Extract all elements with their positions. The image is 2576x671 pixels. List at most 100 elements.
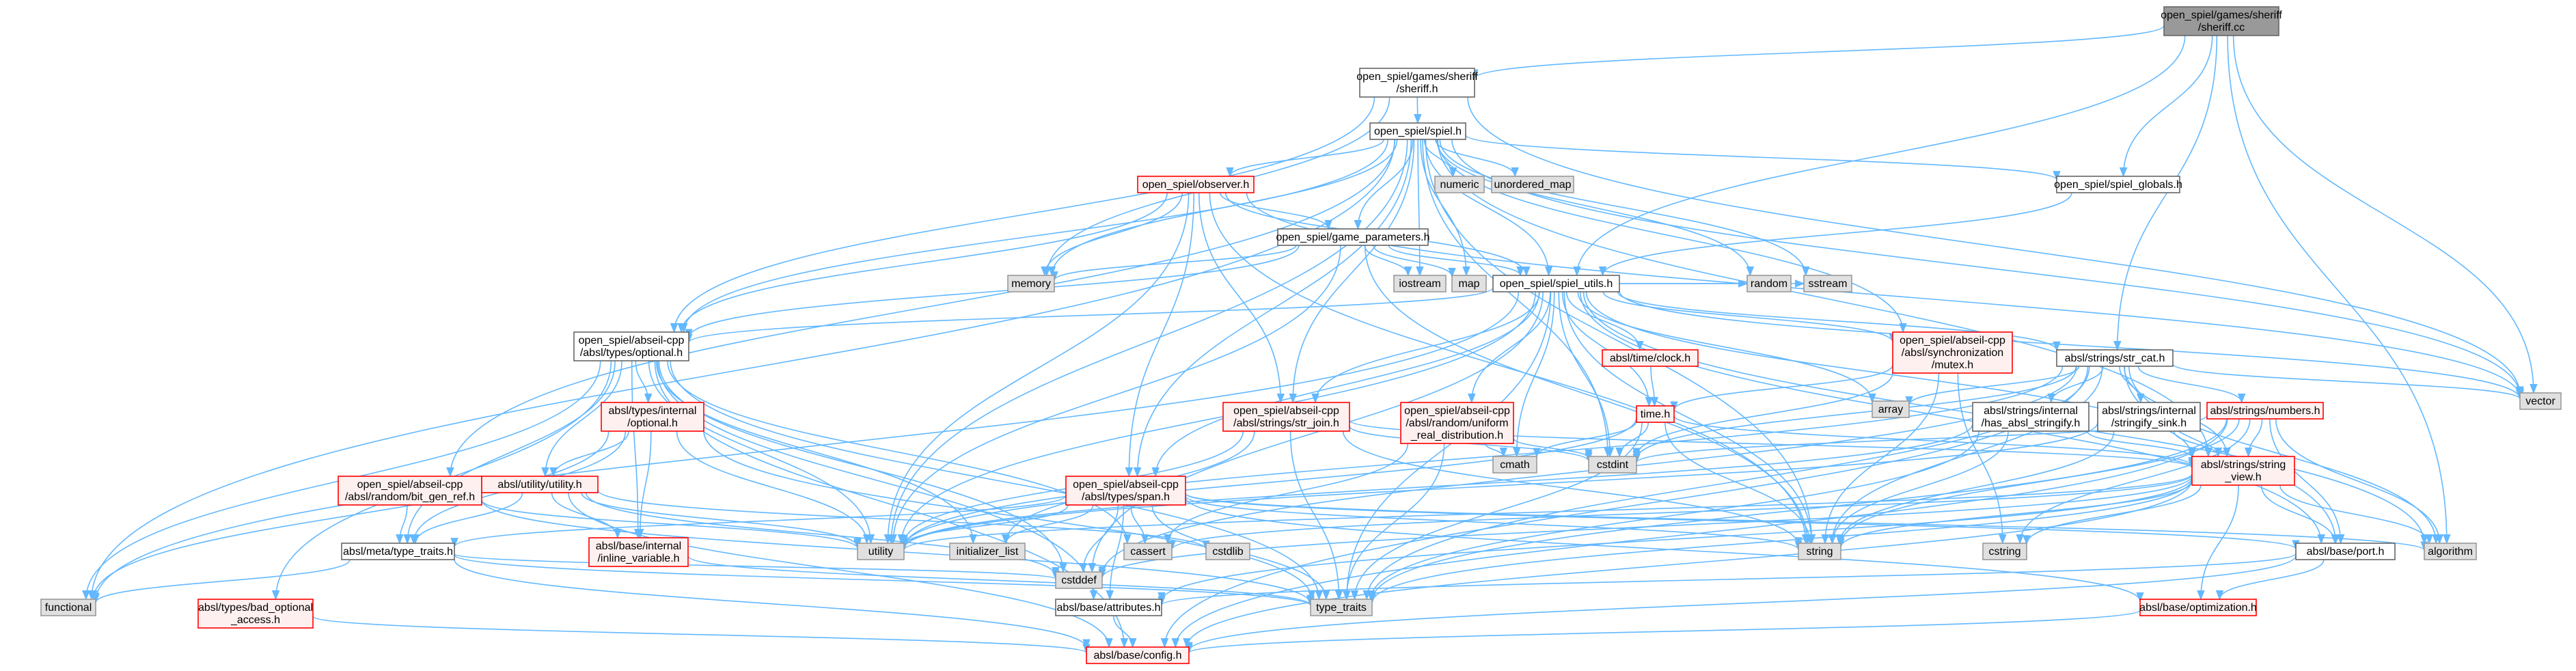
node-box — [1277, 228, 1429, 246]
node-sheriff_h[interactable]: open_spiel/games/sheriff/sheriff.h — [1356, 68, 1478, 98]
node-label: time.h — [1641, 409, 1671, 420]
node-internal_optional_h[interactable]: absl/types/internal/optional.h — [601, 402, 704, 432]
node-numeric[interactable]: numeric — [1434, 176, 1485, 193]
node-port_h[interactable]: absl/base/port.h — [2295, 543, 2396, 560]
node-time_h[interactable]: time.h — [1636, 405, 1675, 423]
node-span_h[interactable]: open_spiel/abseil-cpp/absl/types/span.h — [1065, 476, 1186, 506]
node-box — [1007, 275, 1055, 292]
node-label: array — [1878, 404, 1903, 415]
edge-sheriff_cc-to-algorithm — [2227, 35, 2451, 545]
node-type_traits[interactable]: type_traits — [1310, 599, 1373, 616]
edge-str_join_h-to-string_view_h — [1349, 420, 2196, 469]
node-label: cstring — [1988, 546, 2020, 558]
edge-observer_h-to-memory — [1041, 192, 1183, 277]
edge-optimization_h-to-config_h — [1185, 610, 2141, 655]
edge-span_h-to-string — [1185, 495, 1803, 551]
edge-spiel_globals_h-to-spiel_utils_h — [1598, 192, 2072, 277]
edge-str_cat_h-to-array — [1905, 366, 2080, 407]
node-clock_h[interactable]: absl/time/clock.h — [1602, 349, 1699, 367]
node-bit_gen_ref_h[interactable]: open_spiel/abseil-cpp/absl/random/bit_ge… — [338, 476, 482, 506]
node-box — [2519, 392, 2562, 410]
node-box — [2097, 402, 2201, 432]
node-box — [1972, 402, 2089, 432]
node-str_join_h[interactable]: open_spiel/abseil-cpp/absl/strings/str_j… — [1222, 402, 1350, 432]
edge-time_h-to-cstdint — [1615, 422, 1649, 458]
node-box — [588, 537, 689, 567]
node-bad_optional_h[interactable]: absl/types/bad_optional_access.h — [197, 599, 314, 629]
node-inline_variable_h[interactable]: absl/base/internal/inline_variable.h — [588, 537, 689, 567]
node-box — [481, 476, 599, 493]
node-numbers_h[interactable]: absl/strings/numbers.h — [2206, 402, 2324, 420]
edge-spiel_h-to-utility — [887, 139, 1408, 545]
edge-spiel_utils_h-to-str_cat_h — [1617, 291, 2061, 352]
node-stringify_sink_h[interactable]: absl/strings/internal/stringify_sink.h — [2097, 402, 2201, 432]
header-nodes: open_spiel/games/sheriff/sheriff.cc open_… — [40, 6, 2562, 664]
edge-clock_h-to-time_h — [1650, 366, 1659, 407]
node-label: /has_absl_stringify.h — [1982, 417, 2081, 429]
node-mutex_h[interactable]: open_spiel/abseil-cpp/absl/synchronizati… — [1892, 331, 2013, 374]
edge-spiel_h-to-sstream — [1439, 139, 1810, 277]
node-iostream[interactable]: iostream — [1393, 275, 1447, 292]
node-label: cassert — [1130, 546, 1166, 558]
node-optional_h[interactable]: open_spiel/abseil-cpp/absl/types/optiona… — [573, 331, 689, 361]
node-label: /absl/strings/str_join.h — [1233, 417, 1339, 429]
node-string_view_h[interactable]: absl/strings/string_view.h — [2191, 456, 2295, 486]
node-box — [1222, 402, 1350, 432]
node-cassert[interactable]: cassert — [1123, 543, 1173, 560]
node-box — [40, 599, 96, 616]
edge-str_cat_h-to-stringify_sink_h — [2119, 366, 2145, 404]
node-box — [338, 476, 482, 506]
node-box — [1803, 275, 1852, 292]
node-vector[interactable]: vector — [2519, 392, 2562, 410]
node-has_absl_stringify_h[interactable]: absl/strings/internal/has_absl_stringify… — [1972, 402, 2089, 432]
node-label: absl/strings/numbers.h — [2210, 405, 2320, 417]
edge-spiel_h-to-unordered_map — [1435, 139, 1519, 178]
node-config_h[interactable]: absl/base/config.h — [1086, 646, 1190, 664]
node-utility[interactable]: utility — [857, 543, 905, 560]
node-sheriff_cc[interactable]: open_spiel/games/sheriff/sheriff.cc — [2161, 6, 2282, 36]
edge-observer_h-to-game_parameters_h — [1220, 192, 1332, 230]
node-memory[interactable]: memory — [1007, 275, 1055, 292]
node-optimization_h[interactable]: absl/base/optimization.h — [2139, 599, 2257, 616]
edge-internal_optional_h-to-functional — [90, 430, 609, 601]
node-initializer_list[interactable]: initializer_list — [949, 543, 1026, 560]
node-random[interactable]: random — [1746, 275, 1792, 292]
node-label: absl/strings/string — [2201, 459, 2286, 471]
node-str_cat_h[interactable]: absl/strings/str_cat.h — [2056, 349, 2174, 367]
edge-game_parameters_h-to-utility — [889, 245, 1341, 545]
node-type_traits_h[interactable]: absl/meta/type_traits.h — [341, 543, 455, 560]
edge-mutex_h-to-time_h — [1670, 364, 1893, 411]
edge-numbers_h-to-cstring — [2016, 418, 2251, 545]
node-cmath[interactable]: cmath — [1492, 456, 1537, 474]
node-utility_h[interactable]: absl/utility/utility.h — [481, 476, 599, 493]
node-box — [197, 599, 314, 629]
edge-spiel_h-to-spiel_utils_h — [1425, 139, 1553, 277]
node-algorithm[interactable]: algorithm — [2424, 543, 2477, 560]
node-cstddef[interactable]: cstddef — [1055, 571, 1103, 589]
node-sstream[interactable]: sstream — [1803, 275, 1852, 292]
node-cstdlib[interactable]: cstdlib — [1205, 543, 1250, 560]
node-cstring[interactable]: cstring — [1982, 543, 2027, 560]
edge-type_traits_h-to-config_h — [454, 559, 1091, 649]
node-unordered_map[interactable]: unordered_map — [1491, 176, 1574, 193]
node-label: absl/time/clock.h — [1610, 353, 1690, 364]
node-map[interactable]: map — [1451, 275, 1487, 292]
node-functional[interactable]: functional — [40, 599, 96, 616]
node-label: absl/strings/internal — [1984, 405, 2078, 417]
node-spiel_utils_h[interactable]: open_spiel/spiel_utils.h — [1492, 275, 1620, 292]
edge-mutex_h-to-cstdint — [1632, 372, 1893, 458]
node-attributes_h[interactable]: absl/base/attributes.h — [1055, 599, 1162, 616]
node-spiel_globals_h[interactable]: open_spiel/spiel_globals.h — [2054, 176, 2182, 193]
node-observer_h[interactable]: open_spiel/observer.h — [1137, 176, 1255, 193]
node-box — [1369, 122, 1466, 140]
node-uniform_real_h[interactable]: open_spiel/abseil-cpp/absl/random/unifor… — [1400, 402, 1514, 444]
node-spiel_h[interactable]: open_spiel/spiel.h — [1369, 122, 1466, 140]
node-cstdint[interactable]: cstdint — [1588, 456, 1637, 474]
edge-spiel_utils_h-to-string — [1563, 291, 1815, 545]
node-game_parameters_h[interactable]: open_spiel/game_parameters.h — [1276, 228, 1430, 246]
edge-uniform_real_h-to-cstdint — [1513, 437, 1593, 460]
edge-span_h-to-utility — [900, 504, 1069, 547]
node-string[interactable]: string — [1798, 543, 1841, 560]
node-array[interactable]: array — [1872, 400, 1910, 418]
edge-span_h-to-optimization_h — [1185, 497, 2144, 603]
